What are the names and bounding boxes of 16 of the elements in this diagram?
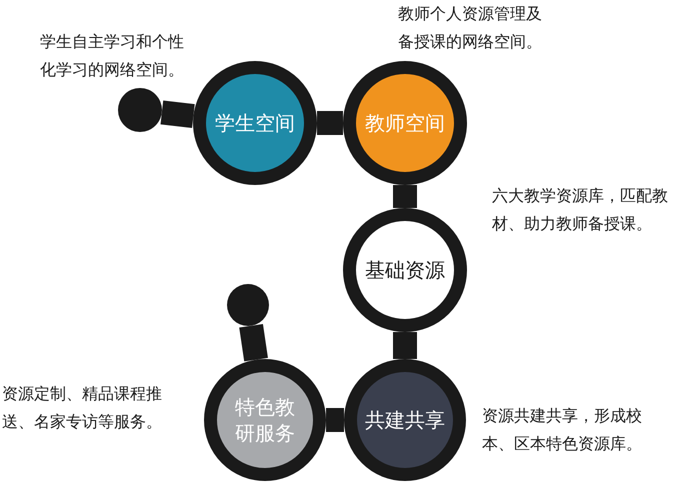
connector-bar bbox=[160, 100, 195, 128]
circle-label: 学生空间 bbox=[214, 110, 296, 136]
description-text: 学生自主学习和个性化学习的网络空间。 bbox=[40, 31, 185, 81]
connector-bar bbox=[326, 408, 344, 432]
description-text: 资源共建共享，形成校本、区本特色资源库。 bbox=[482, 405, 643, 455]
connector-bar bbox=[393, 332, 417, 359]
description-text: 资源定制、精品课程推送、名家专访等服务。 bbox=[2, 383, 163, 433]
circle-label: 教师空间 bbox=[364, 110, 446, 136]
circle-label: 基础资源 bbox=[364, 257, 446, 283]
description-text: 六大教学资源库，匹配教材、助力教师备授课。 bbox=[492, 185, 669, 235]
connector-bar bbox=[239, 324, 268, 362]
circle-label: 特色教研服务 bbox=[234, 394, 296, 446]
circle-label: 共建共享 bbox=[364, 407, 446, 433]
connector-bar bbox=[393, 185, 417, 208]
connector-bar bbox=[317, 111, 343, 135]
description-text: 教师个人资源管理及备授课的网络空间。 bbox=[398, 3, 543, 53]
